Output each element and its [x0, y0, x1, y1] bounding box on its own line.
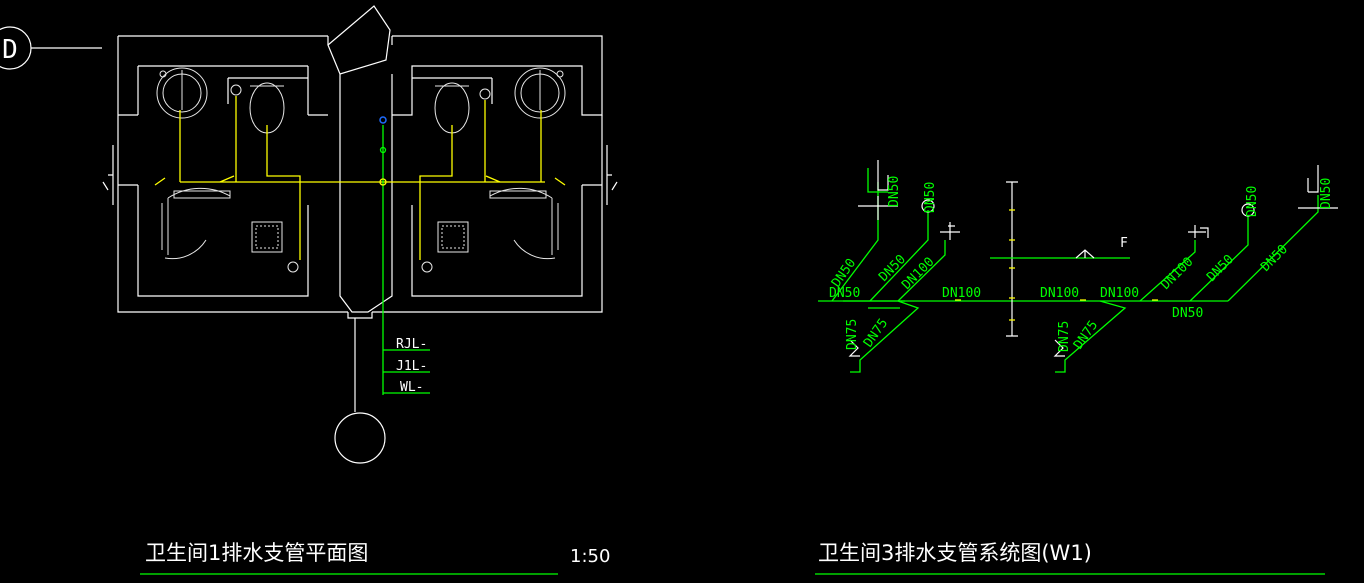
pipe-label-dn100-b: DN100	[942, 286, 981, 301]
pipe-label-dn75-d: DN75	[1071, 318, 1101, 352]
pipe-label-dn50-i: DN50	[1319, 178, 1334, 209]
riser-label-j1l: J1L-	[396, 359, 427, 374]
left-lower-trap	[848, 339, 860, 357]
system-diagram: F DN50 DN50 DN50 DN50 DN50 DN50 DN50 DN5…	[818, 160, 1338, 373]
side-window-marks	[102, 145, 618, 205]
branch-left-lower	[843, 300, 920, 373]
plan-scale: 1:50	[570, 546, 610, 567]
manhole	[334, 412, 386, 464]
left-shower-door	[161, 187, 231, 260]
riser-lines	[379, 116, 430, 395]
left-washbasin	[156, 67, 208, 119]
left-toilet	[230, 82, 285, 134]
pipe-label-dn75-b: DN75	[861, 316, 891, 350]
left-closet-partition	[227, 77, 308, 104]
pipe-label-dn100-c: DN100	[1040, 286, 1079, 301]
pipe-label-dn50-g: DN50	[1258, 242, 1291, 275]
right-toilet	[434, 82, 491, 134]
middle-lower-trap	[1053, 339, 1065, 357]
right-fixture-marks	[1188, 165, 1338, 238]
supply-pipes	[154, 96, 566, 260]
pipe-label-dn50-h: DN50	[1245, 186, 1260, 217]
left-room-lower-wall	[117, 115, 348, 313]
riser-top-marker	[379, 116, 387, 124]
left-room-upper-wall	[117, 35, 329, 116]
plan-title: 卫生间1排水支管平面图	[145, 541, 368, 565]
right-floor-drain	[437, 221, 469, 253]
riser-label-rjl: RJL-	[396, 337, 427, 352]
branch-right-3	[1227, 195, 1319, 302]
pipe-label-dn75-a: DN75	[845, 319, 860, 350]
right-shower-door	[489, 187, 559, 260]
grid-axis-d: D	[0, 26, 102, 70]
right-washbasin	[514, 67, 566, 119]
plan-view: RJL- J1L- WL-	[102, 5, 618, 464]
right-cleanout	[421, 261, 433, 273]
shaft-roof-wedge	[327, 5, 391, 75]
riser-label-wl: WL-	[400, 380, 423, 395]
right-trap-symbol	[1241, 203, 1255, 217]
branch-right-1	[1139, 240, 1196, 302]
pipe-label-dn75-c: DN75	[1057, 321, 1072, 352]
branch-left-2	[869, 210, 929, 302]
pipe-label-dn100-e: DN100	[1158, 255, 1196, 293]
right-room-lower-wall	[372, 115, 603, 313]
branch-left-3	[897, 240, 946, 302]
pipe-label-dn50-a: DN50	[887, 176, 902, 207]
system-title: 卫生间3排水支管系统图(W1)	[818, 541, 1092, 565]
pipe-label-dn50-b: DN50	[923, 182, 938, 213]
left-floor-drain	[251, 221, 283, 253]
left-trap-symbol	[921, 199, 935, 213]
grid-axis-label: D	[2, 35, 18, 65]
pipe-label-dn100-d: DN100	[1100, 286, 1139, 301]
floor-level-marker	[1075, 249, 1095, 259]
central-shaft	[339, 74, 393, 313]
right-closet-partition	[412, 77, 493, 104]
pipe-label-dn50-main: DN50	[1172, 306, 1203, 321]
stack-caps	[1006, 181, 1018, 337]
fitting-ticks	[955, 209, 1158, 321]
title-block-system: 卫生间3排水支管系统图(W1)	[815, 541, 1325, 575]
branch-right-2	[1189, 215, 1249, 302]
left-fixture-marks	[858, 160, 960, 240]
pipe-label-dn50-f: DN50	[1204, 252, 1237, 285]
right-room-upper-wall	[391, 35, 603, 116]
pipe-label-dn50-e: DN50	[829, 286, 860, 301]
floor-level-label: F	[1120, 236, 1128, 251]
title-block-plan: 卫生间1排水支管平面图 1:50	[140, 541, 610, 575]
branch-middle-lower	[1055, 300, 1127, 373]
shaft-bottom-step	[347, 312, 373, 319]
left-cleanout	[287, 261, 299, 273]
